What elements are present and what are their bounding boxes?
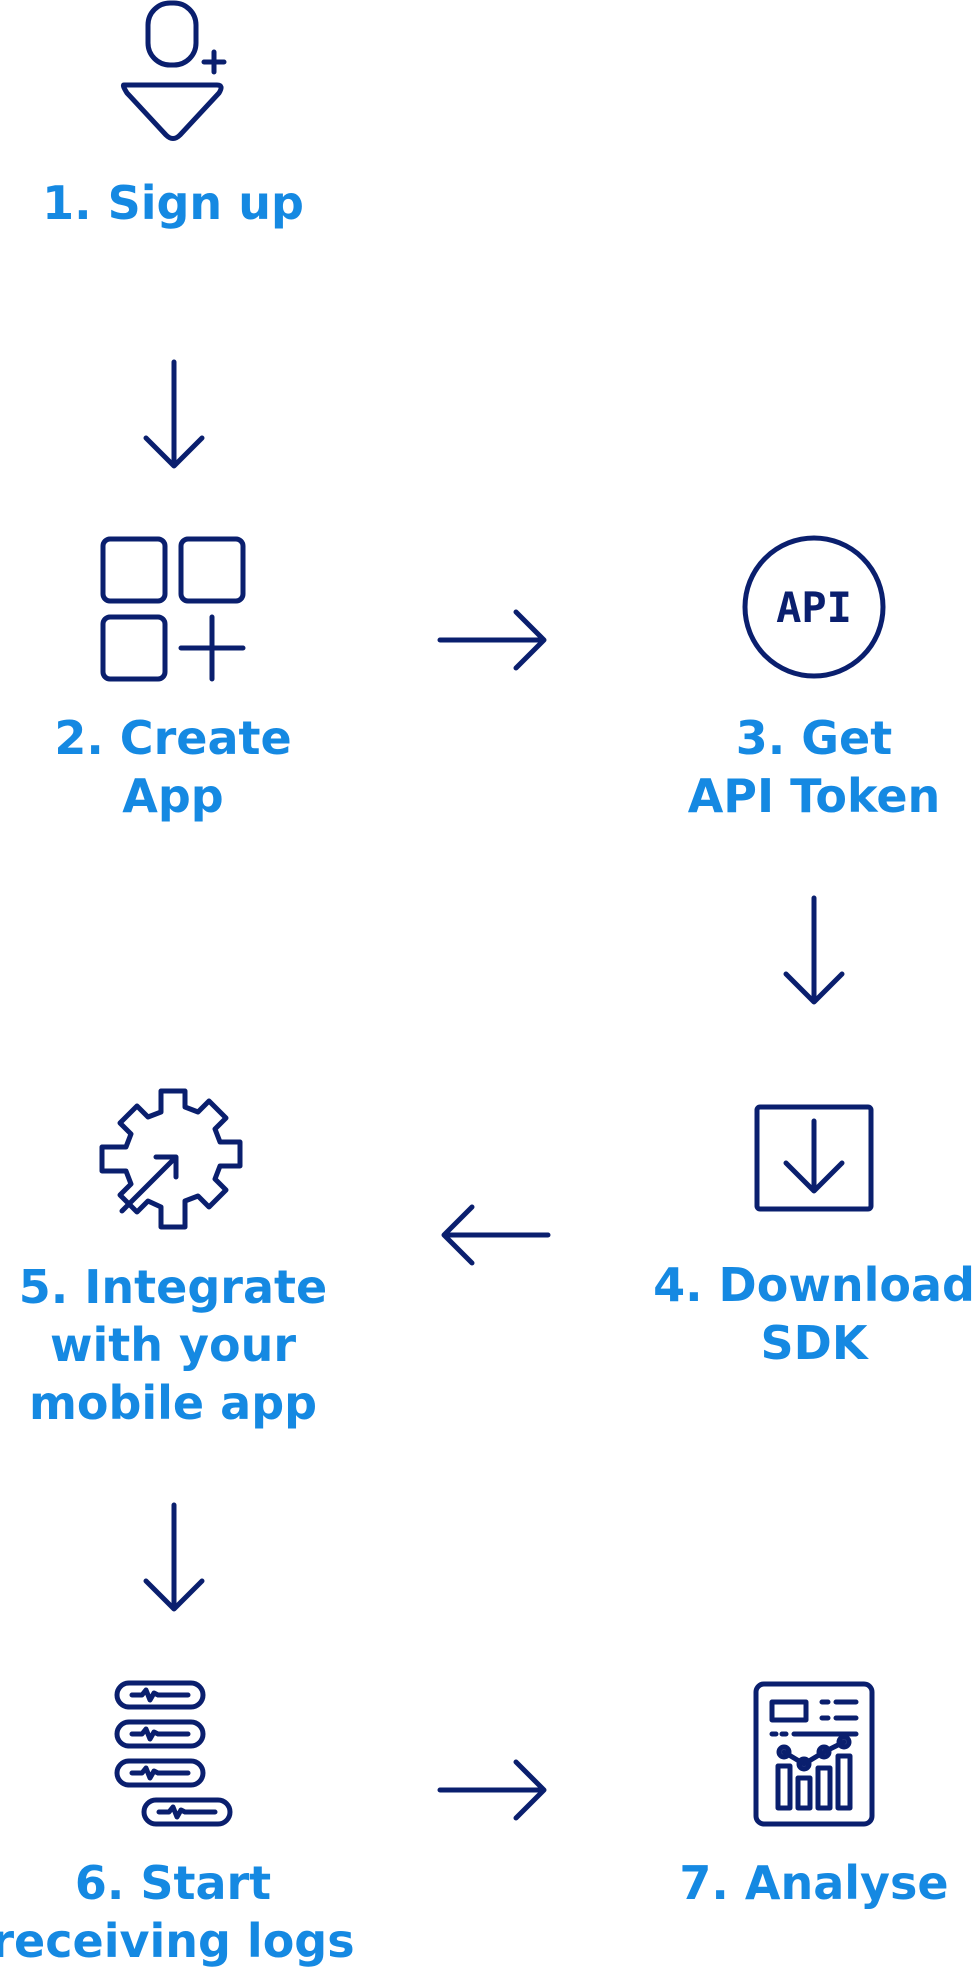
step-5-line-1: 5. Integrate	[18, 1260, 328, 1314]
step-1-line-1: 1. Sign up	[42, 176, 304, 230]
step-6-line-1: 6. Start	[74, 1856, 272, 1910]
arrow-left-4-to-5	[438, 1203, 551, 1267]
arrow-right-2-to-3	[437, 608, 550, 672]
step-1-label: 1. Sign up	[0, 174, 346, 232]
step-3-line-1: 3. Get	[735, 711, 893, 765]
arrow-down-5-to-6	[142, 1502, 206, 1615]
api-circle-icon: API	[741, 534, 887, 680]
arrow-right-6-to-7	[437, 1758, 550, 1822]
step-2-label: 2. Create App	[0, 709, 346, 825]
log-stack-icon	[114, 1680, 234, 1828]
gear-arrow-icon	[98, 1087, 248, 1237]
step-5-line-2: with your	[49, 1318, 297, 1372]
download-box-icon	[752, 1103, 876, 1213]
step-6-line-2: receiving logs	[0, 1914, 355, 1968]
api-icon-text: API	[776, 583, 852, 632]
step-6-label: 6. Start receiving logs	[0, 1854, 366, 1970]
arrow-down-1-to-2	[142, 359, 206, 472]
step-7-line-1: 7. Analyse	[679, 1856, 949, 1910]
apps-grid-add-icon	[100, 536, 248, 684]
analytics-report-icon	[752, 1680, 876, 1828]
step-4-line-2: SDK	[760, 1316, 868, 1370]
step-4-label: 4. Download SDK	[636, 1256, 976, 1372]
step-3-line-2: API Token	[687, 769, 941, 823]
step-2-line-2: App	[122, 769, 224, 823]
arrow-down-3-to-4	[782, 895, 846, 1008]
step-2-line-1: 2. Create	[54, 711, 292, 765]
step-5-label: 5. Integrate with your mobile app	[0, 1258, 346, 1432]
step-7-label: 7. Analyse	[636, 1854, 976, 1912]
add-user-icon	[118, 0, 228, 145]
step-3-label: 3. Get API Token	[636, 709, 976, 825]
step-5-line-3: mobile app	[28, 1376, 318, 1430]
step-4-line-1: 4. Download	[653, 1258, 975, 1312]
